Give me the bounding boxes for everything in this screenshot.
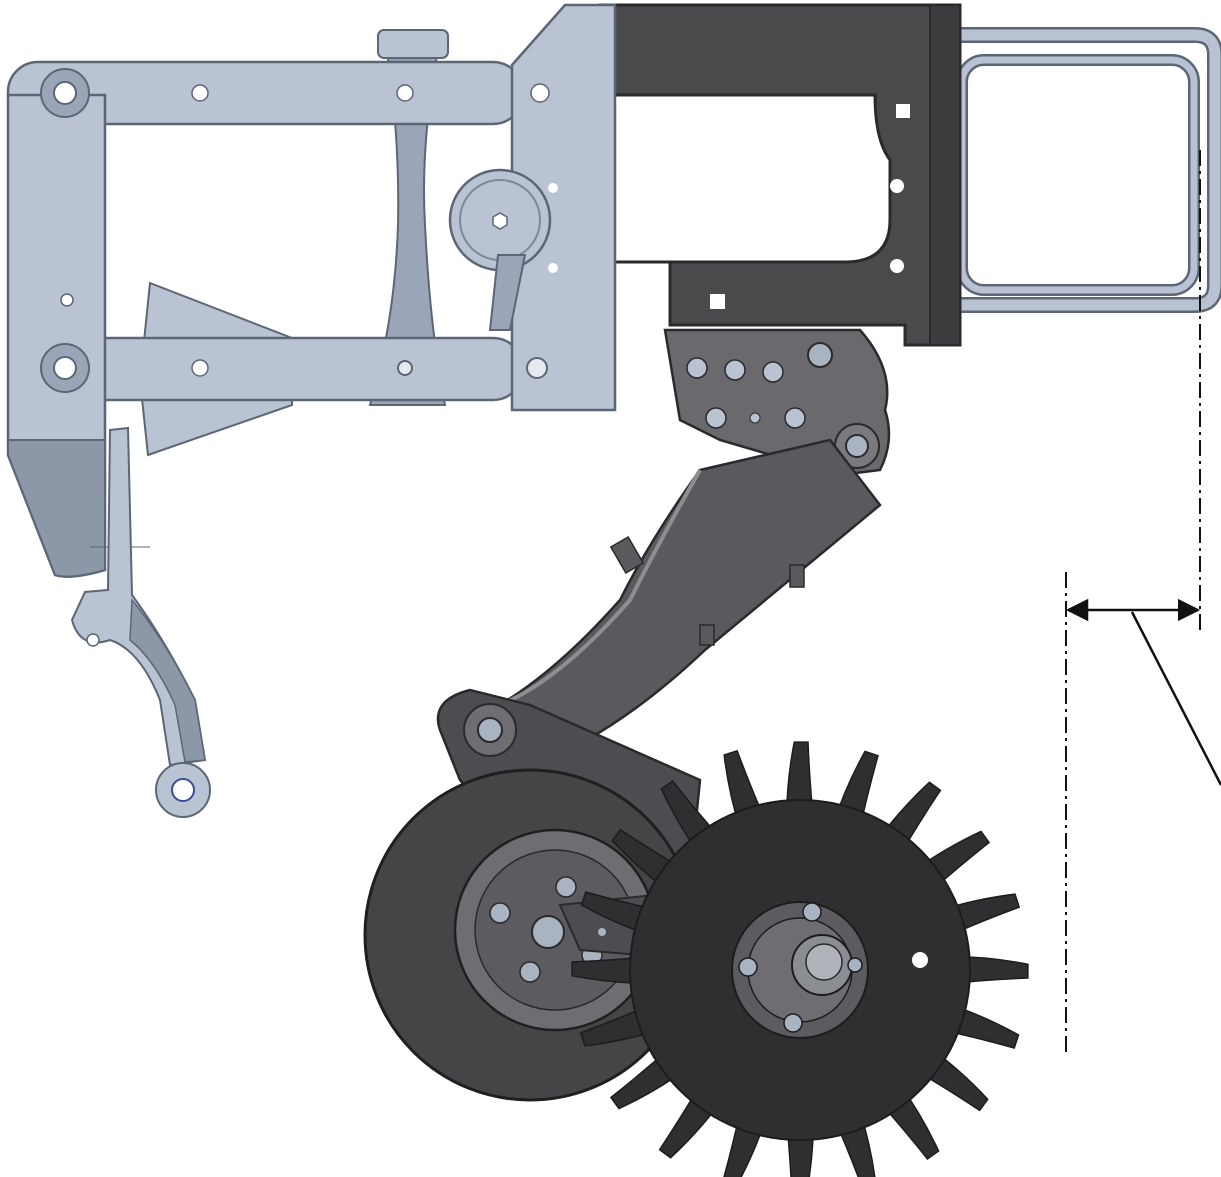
mount-bracket-flange	[929, 4, 961, 346]
arm-pivot-bolt	[477, 717, 503, 743]
pivot-hole	[53, 81, 77, 105]
arm-hole	[749, 412, 761, 424]
adjuster-hex	[492, 212, 508, 230]
bracket-hole	[890, 179, 904, 193]
frame-hole	[397, 360, 413, 376]
mount-bracket	[598, 3, 962, 347]
hanger-eye-hole	[171, 778, 195, 802]
hanger-hole	[86, 633, 100, 647]
adjuster-link	[488, 254, 527, 331]
disc-hole	[912, 952, 928, 968]
dimension-annotation	[1065, 150, 1221, 1055]
spring-cap	[377, 29, 449, 59]
arm-hole	[686, 357, 708, 379]
leader-line	[1130, 611, 1221, 786]
parallel-frame	[6, 3, 617, 578]
hub-bolt	[802, 902, 822, 922]
square-hole-top	[896, 104, 910, 118]
frame-hole	[526, 357, 548, 379]
spiked-closing-wheel	[571, 741, 1029, 1177]
wheel-arm-hole	[598, 928, 606, 936]
arm-hole	[724, 359, 746, 381]
wheel-bolt	[519, 961, 541, 983]
hub-bolt	[847, 957, 863, 973]
frame-hole	[548, 263, 558, 273]
arm-tab	[609, 535, 645, 575]
handle-rail	[955, 27, 1221, 313]
handle-rail-outer-fill	[955, 29, 1221, 311]
arm-tab	[699, 624, 715, 646]
mount-bracket-body	[598, 3, 962, 347]
frame-hole	[191, 84, 209, 102]
bolt	[845, 434, 869, 458]
arm-highlight	[499, 469, 702, 707]
arm-hole	[705, 407, 727, 429]
frame-hole	[396, 84, 414, 102]
wheel-bolt	[489, 902, 511, 924]
handle-rail-inner-fill	[958, 56, 1198, 294]
frame-hole	[530, 83, 550, 103]
frame-hole	[548, 183, 558, 193]
arm-main	[467, 438, 882, 772]
hub-bolt	[783, 1013, 803, 1033]
hanger-shade	[129, 598, 206, 763]
handle-rail-outer	[955, 27, 1221, 313]
square-hole-bottom	[710, 294, 725, 309]
arm-pivot-bracket	[663, 328, 891, 477]
bottom-link	[33, 336, 525, 402]
frame-hole	[191, 359, 209, 377]
arm-hole	[762, 361, 784, 383]
left-upright-shade	[7, 439, 106, 578]
closing-wheel-hub-cap	[805, 943, 843, 981]
wheel-bolt	[555, 876, 577, 898]
right-plate	[510, 3, 617, 412]
bracket-hole	[890, 259, 904, 273]
bolt	[807, 342, 833, 368]
hub-bolt	[738, 957, 758, 977]
wheel-hub	[531, 915, 565, 949]
arm-hole	[784, 407, 806, 429]
pivot-hole	[53, 356, 77, 380]
spring-shank	[368, 39, 447, 406]
handle-rail-inner	[956, 54, 1200, 296]
frame-hole	[60, 293, 74, 307]
front-hanger	[70, 426, 211, 818]
arm-tab	[789, 564, 805, 588]
